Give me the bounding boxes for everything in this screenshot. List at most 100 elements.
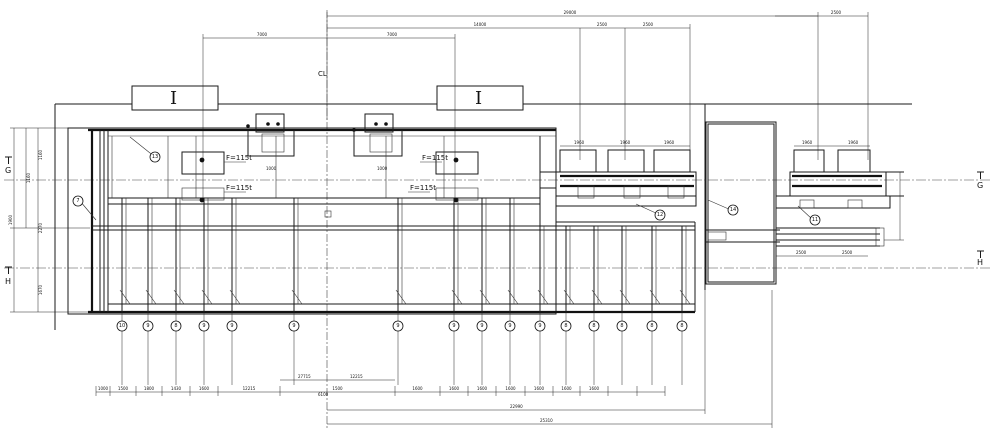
axis-H-right: H [977,258,983,267]
bottom-dim-label: 1800 [144,386,155,391]
bottom-dim-label: 1600 [534,386,545,391]
member-bubble-label: 9 [452,323,455,329]
axis-grid: G H G H [4,156,990,286]
beam-section-right: I [436,85,524,111]
dim-module-a: 2500 [597,22,608,27]
left-dim-3: 1900 [8,214,13,225]
diagonal-struts [111,136,691,385]
bottom-dim-label: 1600 [477,386,488,391]
bottom-dim-label: 1430 [171,386,182,391]
bottom-dim-label: 12215 [243,386,256,391]
bottom-mid-1: 27715 [298,374,311,379]
member-bubble-label: 8 [174,323,177,329]
bottom-dim-label: 1600 [449,386,460,391]
member-bubble: 8 [560,320,572,332]
force-1: F=115t [226,154,252,162]
member-bubble-label: 10 [119,323,125,329]
callout-14: 14 [730,207,736,213]
left-dim-2: 1160 [38,149,43,160]
svg-text:1000: 1000 [377,166,388,171]
callout-11: 11 [812,217,818,223]
member-bubble-label: 9 [538,323,541,329]
member-bubble-label: 8 [592,323,595,329]
dim-module-b: 2500 [643,22,654,27]
member-bubble-label: 8 [650,323,653,329]
beam-section-left: I [131,85,219,111]
bottom-dim-label: 1000 [98,386,109,391]
module-dim-1: 1960 [574,140,585,145]
member-bubble: 9 [142,320,154,332]
bottom-overall-2: 25310 [540,418,553,423]
dim-right-half: 7000 [387,32,398,37]
force-2: F=115t [226,184,252,192]
member-bubble-label: 9 [508,323,511,329]
bottom-dim-label: 1600 [589,386,600,391]
axis-G-left: G [5,166,11,175]
module-group-a [540,149,697,207]
right-lower-rails: 2500 2500 [776,171,904,257]
left-dimensions: 1160 1160 1900 2270 1670 [8,127,90,313]
force-3: F=115t [422,154,448,162]
member-bubble-label: 9 [146,323,149,329]
dim-overall: 29000 [564,10,577,15]
right-dim-1: 2500 [796,250,807,255]
main-structure: 1000 1000 [67,113,696,315]
module-dim-2: 1960 [620,140,631,145]
callout-7: 7 [76,198,79,204]
member-bubble: 9 [534,320,546,332]
svg-text:1000: 1000 [266,166,277,171]
member-bubble-label: 9 [396,323,399,329]
bottom-dim-label: 1600 [561,386,572,391]
dim-left-half: 7000 [257,32,268,37]
force-labels: F=115t F=115t F=115t F=115t [224,154,448,193]
member-bubble: 9 [504,320,516,332]
module-dim-4: 1960 [802,140,813,145]
axis-H-left: H [5,277,11,286]
right-dim-2: 2500 [842,250,853,255]
bottom-dim-label: 1500 [118,386,129,391]
left-dim-1: 1160 [26,172,31,183]
member-bubble: 8 [646,320,658,332]
member-bubble: 9 [448,320,460,332]
left-dim-4: 2270 [38,222,43,233]
callouts: 13 7 12 14 11 [72,136,821,226]
outer-limits [54,103,912,330]
bottom-mid-2: 12215 [350,374,363,379]
member-bubble: 8 [588,320,600,332]
member-bubble-label: 8 [680,323,683,329]
member-bubble: 8 [170,320,182,332]
member-bubble-label: 9 [202,323,205,329]
member-bubble: 9 [476,320,488,332]
axis-G-right: G [977,181,983,190]
top-dimension-chains: 29000 14000 2500 2500 2500 7000 7000 CL [202,10,869,200]
module-dim-3: 1960 [664,140,675,145]
member-bubble: 8 [616,320,628,332]
module-group-b [775,149,904,209]
bottom-dim-label: 1600 [412,386,423,391]
callout-12: 12 [657,212,663,218]
bottom-dim-label: 1600 [505,386,516,391]
beam-mark-left: I [170,88,177,109]
callout-13: 13 [152,154,158,160]
bottom-dim-label: 1500 [332,386,343,391]
dim-span: 14000 [474,22,487,27]
member-bubble: 10 [116,320,128,332]
module-dim-5: 1960 [848,140,859,145]
member-bubble-label: 8 [620,323,623,329]
centerline-label: CL [318,70,327,78]
member-bubble: 9 [392,320,404,332]
member-bubble: 8 [676,320,688,332]
beam-mark-right: I [475,88,482,109]
member-bubble: 9 [198,320,210,332]
member-bubble: 9 [226,320,238,332]
member-bubble: 9 [288,320,300,332]
member-bubble-label: 8 [564,323,567,329]
member-bubbles: 10 9 8 9 9 9 9 9 9 9 9 8 8 8 8 8 [116,320,688,332]
module-sub-dims: 1960 1960 1960 1960 1960 [560,140,870,147]
left-dim-5: 1670 [38,284,43,295]
member-bubble-label: 9 [230,323,233,329]
bottom-dim-label: 1600 [199,386,210,391]
force-4: F=115t [410,184,436,192]
